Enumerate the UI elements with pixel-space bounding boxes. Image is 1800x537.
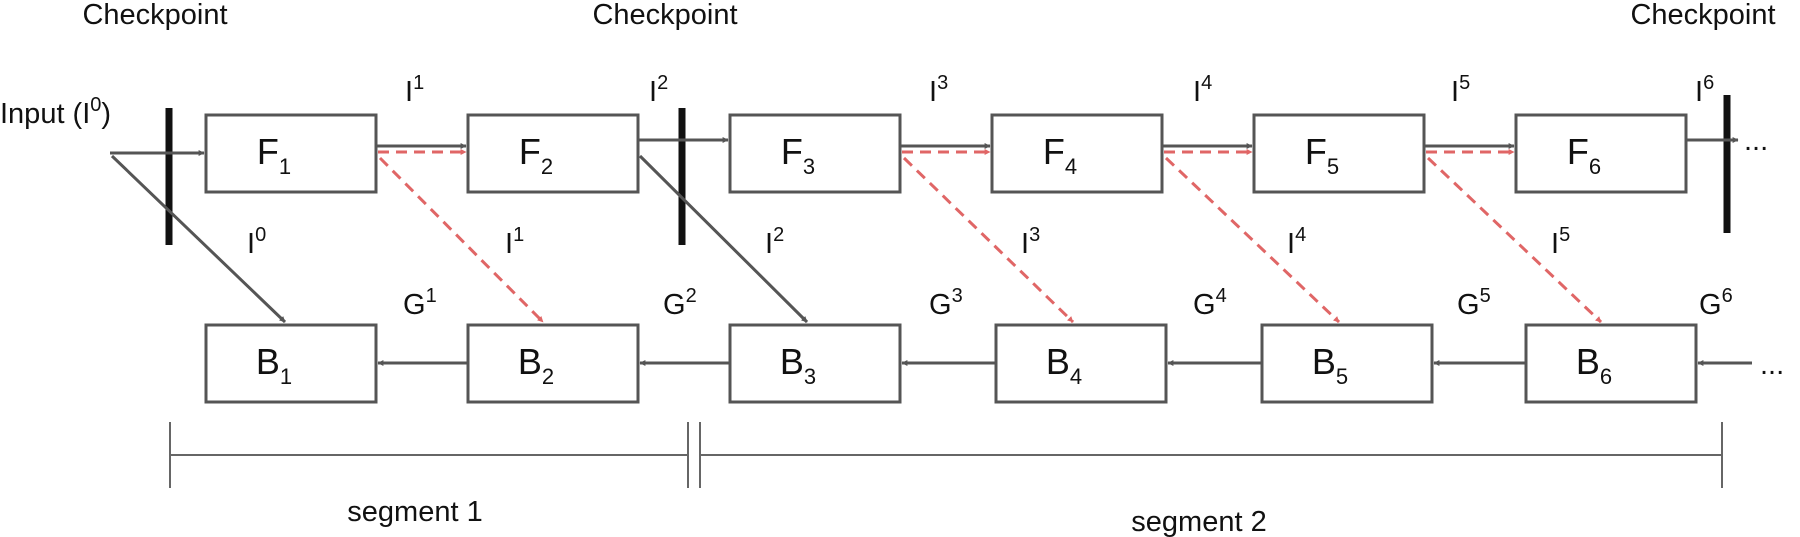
diag-arrow-f1-to-b2: [378, 156, 545, 324]
segment-1-label: segment 1: [347, 496, 482, 528]
diag-arrow-f5-to-b6: [1426, 156, 1603, 324]
svg-text:F3: F3: [781, 131, 815, 179]
svg-text:B5: B5: [1312, 341, 1348, 389]
diag-label-1: I0: [247, 224, 266, 260]
backward-box-2: B2: [466, 323, 640, 404]
ellipsis-backward: ...: [1760, 349, 1784, 381]
svg-text:B4: B4: [1046, 341, 1082, 389]
forward-output-label-3: I3: [929, 72, 948, 108]
backward-box-1: B1: [204, 323, 378, 404]
svg-text:F1: F1: [257, 131, 291, 179]
input-label: Input (I0): [0, 94, 111, 130]
forward-box-1: F1: [204, 113, 378, 194]
ellipsis-forward: ...: [1744, 125, 1768, 157]
gradient-label-4: G4: [1193, 285, 1227, 321]
svg-text:B1: B1: [256, 341, 292, 389]
svg-text:B6: B6: [1576, 341, 1612, 389]
forward-output-label-6: I6: [1695, 72, 1714, 108]
segment-2-label: segment 2: [1131, 506, 1266, 537]
diag-label-2: I1: [505, 224, 524, 260]
gradient-label-2: G2: [663, 285, 697, 321]
svg-text:B3: B3: [780, 341, 816, 389]
diag-arrow-input-to-b1: [110, 154, 287, 324]
backward-box-6: B6: [1524, 323, 1698, 404]
diag-arrow-f4-to-b5: [1164, 156, 1341, 324]
diag-label-3: I2: [765, 224, 784, 260]
gradient-label-5: G5: [1457, 285, 1491, 321]
checkpoint-label-1: Checkpoint: [82, 0, 227, 31]
svg-text:F5: F5: [1305, 131, 1339, 179]
backward-box-5: B5: [1260, 323, 1434, 404]
diag-arrow-f3-to-b4: [902, 156, 1075, 324]
svg-text:F6: F6: [1567, 131, 1601, 179]
forward-box-5: F5: [1252, 113, 1426, 194]
backward-box-4: B4: [994, 323, 1168, 404]
segment-2-bracket: [699, 422, 1723, 488]
svg-text:F4: F4: [1043, 131, 1077, 179]
diag-label-5: I4: [1287, 224, 1306, 260]
gradient-label-3: G3: [929, 285, 963, 321]
checkpoint-label-2: Checkpoint: [592, 0, 737, 31]
forward-output-label-2: I2: [649, 72, 668, 108]
diag-label-4: I3: [1021, 224, 1040, 260]
gradient-label-1: G1: [403, 285, 437, 321]
forward-box-2: F2: [466, 113, 640, 194]
segment-1-bracket: [169, 422, 689, 488]
svg-text:B2: B2: [518, 341, 554, 389]
forward-box-6: F6: [1514, 113, 1688, 194]
diag-arrow-f2-to-b3: [638, 154, 809, 324]
forward-output-label-4: I4: [1193, 72, 1212, 108]
backward-box-3: B3: [728, 323, 902, 404]
forward-box-4: F4: [990, 113, 1164, 194]
forward-output-label-5: I5: [1451, 72, 1470, 108]
checkpoint-label-3: Checkpoint: [1630, 0, 1775, 31]
diag-label-6: I5: [1551, 224, 1570, 260]
forward-box-3: F3: [728, 113, 902, 194]
forward-output-label-1: I1: [405, 72, 424, 108]
gradient-label-6: G6: [1699, 285, 1733, 321]
svg-text:F2: F2: [519, 131, 553, 179]
